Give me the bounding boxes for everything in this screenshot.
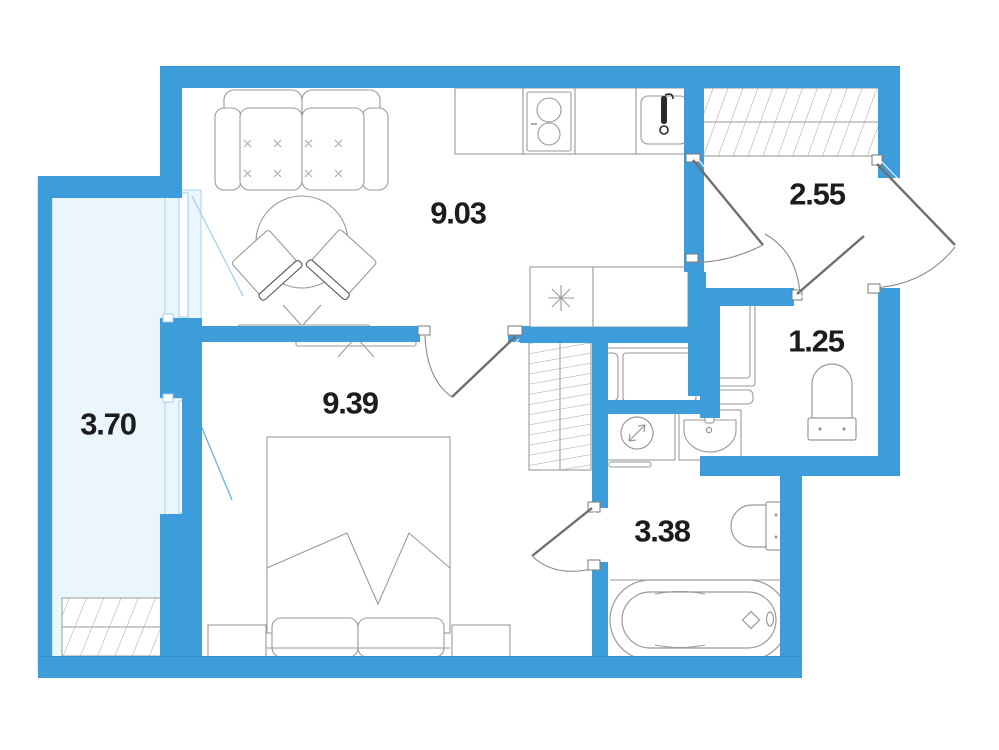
double-bed (266, 436, 451, 658)
wardrobe (528, 339, 592, 471)
area-label-wc: 1.25 (788, 324, 844, 359)
cooktop-icon (526, 91, 572, 152)
wall-edge-highlights (38, 66, 900, 657)
door-balcony (162, 313, 174, 403)
washbasin-icon (678, 409, 742, 461)
area-labels: 9.03 2.55 1.25 9.39 3.38 3.70 (80, 177, 847, 549)
entry-closet (699, 87, 884, 157)
doors (162, 153, 960, 572)
utility-cabinet (529, 266, 689, 328)
door-kitchen-hall (685, 153, 768, 263)
walls (38, 66, 900, 678)
washing-machine-icon (606, 409, 676, 468)
door-entrance (867, 154, 960, 294)
door-wc (764, 233, 868, 301)
bath-storage-cabinet (597, 347, 702, 407)
kitchen-sink-icon (640, 93, 688, 145)
balcony-radiator (61, 597, 169, 657)
vent-star-icon (548, 285, 574, 311)
dining-chair-right (305, 229, 377, 301)
door-bathroom (531, 501, 601, 572)
bathtub-icon (609, 579, 789, 661)
area-label-hallway: 2.55 (789, 177, 845, 212)
area-label-balcony: 3.70 (80, 407, 136, 442)
dining-chair-left (231, 230, 303, 301)
wc-toilet-icon (807, 363, 857, 441)
sofa (214, 89, 389, 191)
area-label-bedroom: 9.39 (322, 386, 378, 421)
area-label-bathroom: 3.38 (634, 514, 690, 549)
area-label-living-kitchen: 9.03 (430, 196, 486, 231)
door-bedroom (417, 325, 523, 401)
